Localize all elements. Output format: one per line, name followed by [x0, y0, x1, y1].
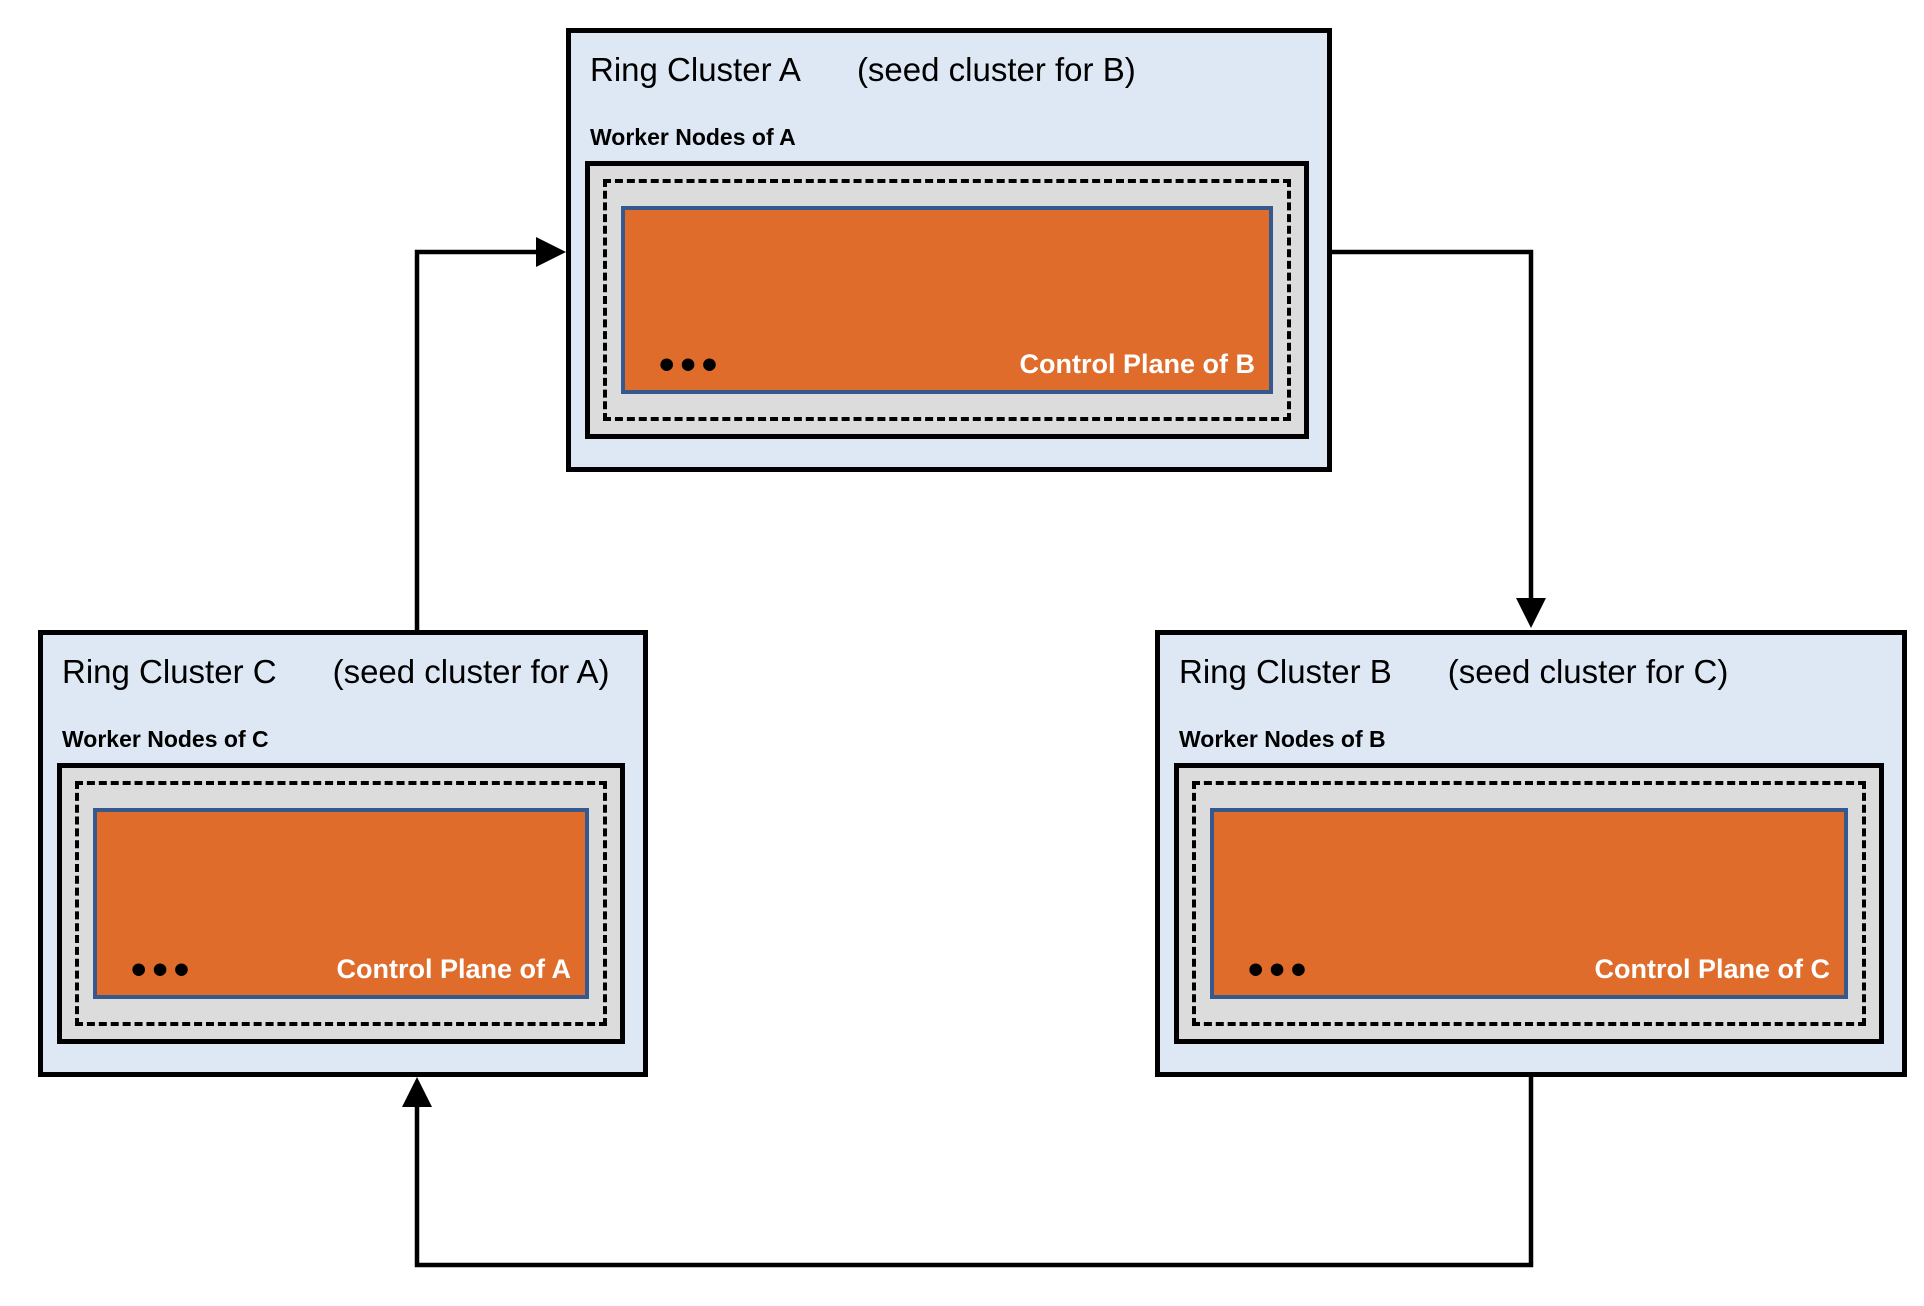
cluster-c-worker-nodes-box: ••• Control Plane of A	[57, 762, 625, 1044]
cluster-b: Ring Cluster B (seed cluster for C) Work…	[1155, 630, 1907, 1077]
cluster-a-seed-note: (seed cluster for B)	[856, 51, 1136, 88]
ellipsis-dots: •••	[1248, 945, 1313, 994]
cluster-b-dashed-boundary: ••• Control Plane of C	[1192, 780, 1866, 1026]
cluster-a-worker-nodes-box: ••• Control Plane of B	[585, 160, 1309, 439]
arrow-c-to-a	[414, 237, 566, 630]
cluster-b-title: Ring Cluster B	[1179, 653, 1392, 690]
cluster-a-worker-label: Worker Nodes of A	[590, 123, 796, 150]
ellipsis-dots: •••	[659, 340, 724, 389]
cluster-c-dashed-boundary: ••• Control Plane of A	[75, 780, 607, 1026]
cluster-a-title: Ring Cluster A	[590, 51, 801, 88]
cluster-c: Ring Cluster C (seed cluster for A) Work…	[38, 630, 648, 1077]
cluster-c-worker-label: Worker Nodes of C	[62, 725, 269, 752]
cluster-a-hosted-control-plane: ••• Control Plane of B	[621, 205, 1273, 394]
cluster-c-hosted-control-plane: ••• Control Plane of A	[93, 807, 589, 999]
cluster-b-hosted-control-plane: ••• Control Plane of C	[1210, 807, 1848, 999]
cluster-a: Ring Cluster A (seed cluster for B) Work…	[566, 28, 1332, 472]
cluster-b-control-plane-label: Control Plane of C	[1594, 953, 1831, 984]
cluster-c-seed-note: (seed cluster for A)	[332, 653, 610, 690]
cluster-c-title: Ring Cluster C	[62, 653, 277, 690]
cluster-a-title-row: Ring Cluster A (seed cluster for B)	[585, 49, 1309, 92]
cluster-c-title-row: Ring Cluster C (seed cluster for A)	[57, 651, 625, 694]
arrow-b-to-c	[402, 1077, 1534, 1268]
cluster-a-control-plane-label: Control Plane of B	[1019, 348, 1256, 379]
arrow-a-to-b	[1332, 249, 1546, 628]
ellipsis-dots: •••	[131, 945, 196, 994]
cluster-b-seed-note: (seed cluster for C)	[1447, 653, 1729, 690]
cluster-b-worker-label: Worker Nodes of B	[1179, 725, 1386, 752]
cluster-c-control-plane-label: Control Plane of A	[336, 953, 572, 984]
cluster-a-dashed-boundary: ••• Control Plane of B	[603, 178, 1291, 421]
cluster-b-title-row: Ring Cluster B (seed cluster for C)	[1174, 651, 1884, 694]
cluster-b-worker-nodes-box: ••• Control Plane of C	[1174, 762, 1884, 1044]
